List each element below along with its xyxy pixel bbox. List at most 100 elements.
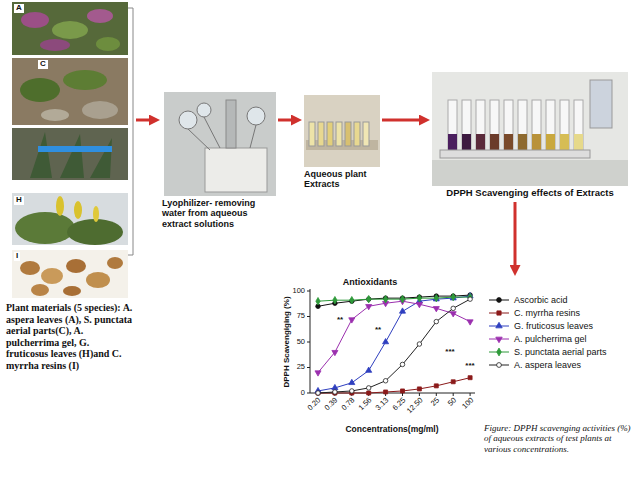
legend-text: A. aspera leaves <box>514 359 581 371</box>
data-point <box>316 391 320 395</box>
photo-detail <box>590 80 612 128</box>
photo-detail <box>63 70 107 90</box>
x-tick-label: 12.50 <box>405 396 424 415</box>
photo-detail <box>363 122 369 146</box>
photo-detail <box>354 122 360 146</box>
x-tick-label: 3.13 <box>374 396 390 412</box>
data-point <box>383 338 389 343</box>
photo-detail <box>66 259 86 273</box>
data-point <box>399 308 405 313</box>
series-line <box>318 301 470 372</box>
data-point <box>400 295 404 302</box>
photo-detail <box>318 122 324 146</box>
photo-letter: C <box>38 60 48 69</box>
photo-detail <box>518 134 527 152</box>
data-point <box>417 387 421 391</box>
photo-detail <box>67 219 123 245</box>
photo-detail <box>247 107 265 125</box>
photo-detail <box>179 111 197 129</box>
data-point <box>349 379 355 384</box>
data-point <box>333 390 338 395</box>
photo-letter: I <box>14 252 20 261</box>
photo-detail <box>188 117 256 150</box>
y-tick-label: 0 <box>301 389 305 397</box>
photo-detail <box>532 134 541 152</box>
data-point <box>384 390 388 394</box>
photo-resins <box>12 250 128 298</box>
series-line <box>318 295 470 306</box>
photo-detail <box>226 100 236 148</box>
photo-detail <box>20 261 40 275</box>
data-point <box>434 294 438 301</box>
axis-title: DPPH Scavengiging (%) <box>283 296 292 387</box>
data-point <box>451 293 455 300</box>
photo-detail <box>107 257 123 269</box>
photo-detail <box>96 37 120 51</box>
data-point <box>468 297 473 302</box>
photo-aerial-parts <box>12 58 128 125</box>
data-point <box>366 386 371 391</box>
photo-detail <box>20 78 60 102</box>
legend-text: C. myrrha resins <box>514 307 580 319</box>
data-point <box>366 367 372 372</box>
legend-marker <box>496 322 502 328</box>
lyophilizer-step: Lyophilizer- removing water from aqueous… <box>160 92 278 233</box>
photo-detail <box>31 284 49 296</box>
photo-detail <box>546 100 555 152</box>
legend-text: G. fruticosus leaves <box>514 320 593 332</box>
legend-text: Ascorbic acid <box>514 294 568 306</box>
photo-detail <box>574 100 583 152</box>
photo-letter: A <box>14 4 24 13</box>
photo-detail <box>41 268 63 284</box>
data-point <box>416 303 422 308</box>
significance-mark: *** <box>464 362 475 371</box>
photo-detail <box>41 109 69 121</box>
flow-arrow <box>136 119 149 122</box>
data-point <box>451 306 456 311</box>
photo-detail <box>504 134 513 152</box>
series-line <box>318 297 470 301</box>
legend-marker <box>497 311 501 315</box>
photo-detail <box>56 196 64 216</box>
chart-panel: Antioxidants <box>268 276 635 473</box>
y-tick-label: 100 <box>292 287 305 295</box>
photo-detail <box>74 201 82 219</box>
data-point <box>333 296 337 303</box>
photo-detail <box>532 100 541 152</box>
data-point <box>417 342 422 347</box>
photo-detail <box>546 134 555 152</box>
x-tick-label: 0.39 <box>324 396 340 412</box>
data-point <box>316 297 320 304</box>
photo-detail <box>560 100 569 152</box>
photo-detail <box>574 134 583 152</box>
y-tick-label: 25 <box>297 363 305 371</box>
photo-detail <box>336 122 342 146</box>
data-point <box>349 318 355 323</box>
data-point <box>350 296 354 303</box>
photo-detail <box>448 100 457 152</box>
legend-sample <box>488 334 510 344</box>
data-point <box>383 295 387 302</box>
photo-detail <box>205 148 267 192</box>
legend-entry: S. punctata aerial parts <box>488 346 607 358</box>
photo-detail <box>448 134 457 152</box>
x-tick-label: 1.56 <box>357 396 373 412</box>
photo-detail <box>63 286 81 296</box>
data-point <box>315 371 321 376</box>
step-caption: Plant materials (5 species): A. aspera l… <box>6 302 134 371</box>
photo-detail <box>197 103 211 117</box>
legend-sample <box>488 347 510 357</box>
data-point <box>417 294 421 301</box>
significance-mark: *** <box>444 348 455 357</box>
data-point <box>367 295 371 302</box>
chart-axis <box>310 289 475 393</box>
photo-detail <box>86 272 110 288</box>
legend-entry: Ascorbic acid <box>488 294 568 306</box>
step-caption: Aqueous plant Extracts <box>304 169 380 190</box>
photo-detail <box>490 100 499 152</box>
photo-shrub <box>12 193 128 245</box>
data-series <box>315 293 473 393</box>
